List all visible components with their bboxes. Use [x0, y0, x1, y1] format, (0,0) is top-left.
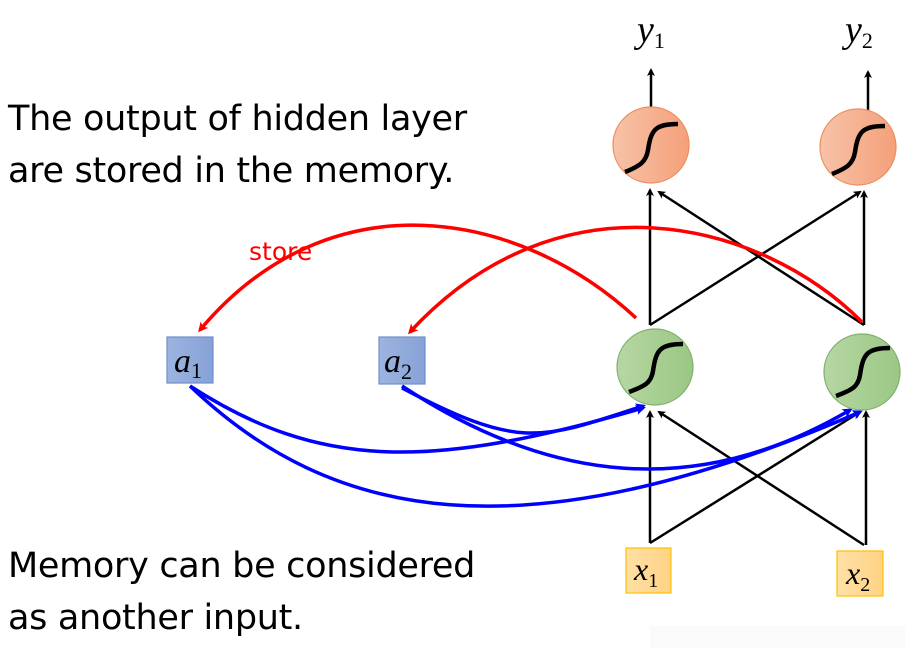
memory-a2-sub: 2 [401, 359, 412, 384]
output-label-y1: y1 [633, 9, 665, 53]
edge-h2-to-o1 [657, 190, 865, 327]
caption-bottom-line1: Memory can be considered [8, 546, 476, 586]
sigmoid-icon [831, 123, 886, 177]
output-y2-var: y [841, 9, 862, 51]
edge-h1-to-o2 [649, 190, 862, 327]
caption-top-line1: The output of hidden layer [8, 99, 467, 139]
output-node-2 [819, 108, 897, 186]
output-node-1 [612, 106, 690, 184]
svg-text:x2: x2 [845, 555, 870, 596]
svg-text:x1: x1 [633, 551, 658, 592]
store-label: store [249, 237, 312, 266]
edge-store-h1-to-a1 [198, 223, 638, 333]
memory-a1-var: a [174, 343, 191, 380]
output-y2-sub: 2 [862, 28, 873, 53]
input-node-x2: x2 [836, 550, 884, 597]
sigmoid-icon [835, 345, 891, 399]
caption-bottom: Memory can be considered as another inpu… [8, 540, 475, 644]
output-y1-var: y [633, 9, 654, 51]
caption-bottom-line2: as another input. [8, 598, 303, 638]
memory-node-a2: a2 [378, 336, 426, 385]
input-x1-sub: 1 [648, 570, 658, 592]
memory-a1-sub: 1 [191, 358, 202, 383]
input-x2-var: x [845, 555, 860, 591]
caption-top: The output of hidden layer are stored in… [8, 93, 467, 197]
edge-a2-to-h2 [401, 384, 853, 471]
memory-a2-var: a [384, 343, 401, 380]
output-y1-sub: 1 [654, 28, 665, 53]
footer-strip [650, 626, 905, 648]
hidden-node-2 [823, 333, 901, 411]
sigmoid-icon [624, 121, 679, 175]
sigmoid-icon [628, 341, 684, 395]
memory-node-a1: a1 [166, 336, 214, 384]
input-x1-var: x [633, 551, 648, 587]
svg-text:a2: a2 [384, 343, 412, 384]
edge-a2-to-h1 [401, 386, 646, 435]
edge-x1-to-h2 [649, 410, 862, 545]
edge-store-h2-to-a2 [407, 225, 864, 335]
input-node-x1: x1 [625, 547, 672, 594]
output-label-y2: y2 [841, 9, 873, 53]
edge-x2-to-h1 [657, 410, 865, 547]
hidden-node-1 [616, 328, 694, 406]
svg-text:a1: a1 [174, 343, 202, 383]
caption-top-line2: are stored in the memory. [8, 151, 455, 191]
input-x2-sub: 2 [860, 574, 870, 596]
edge-a1-to-h2 [188, 384, 863, 508]
